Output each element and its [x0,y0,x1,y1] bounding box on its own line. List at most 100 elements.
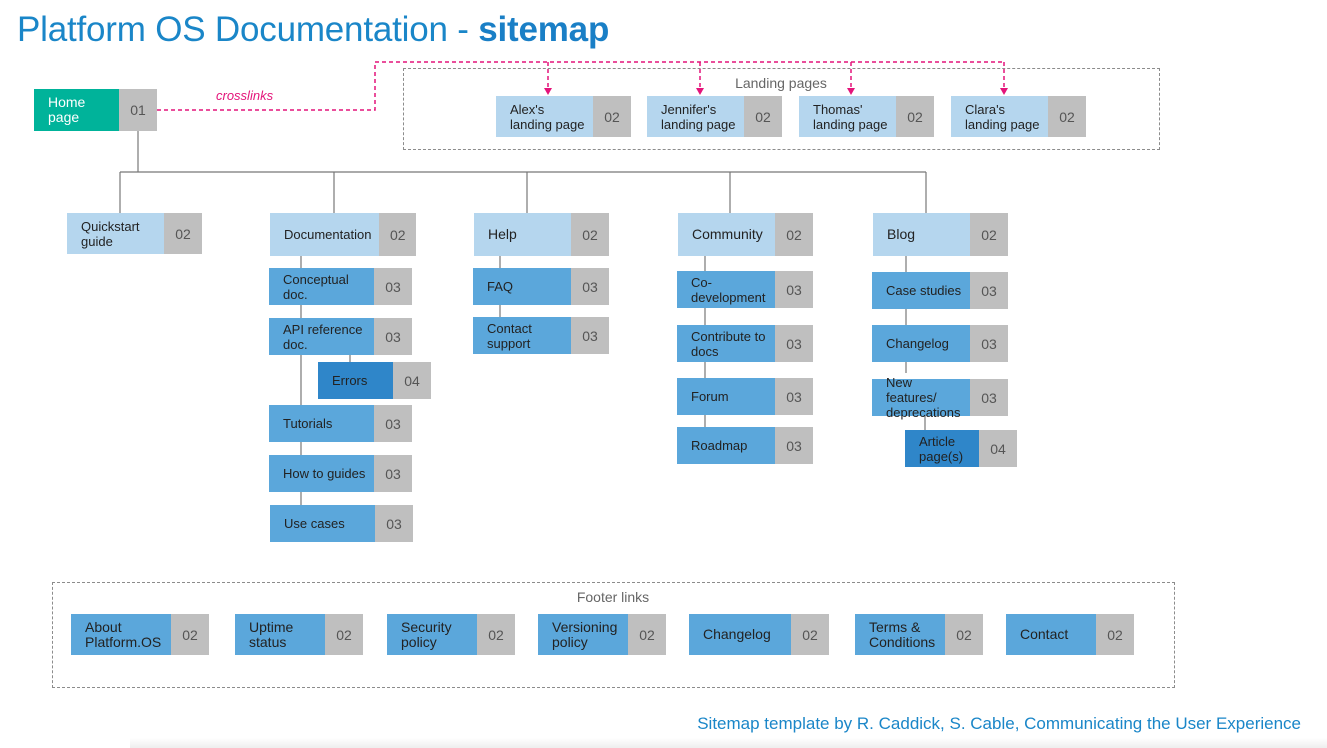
node-number: 03 [571,317,609,354]
node-number: 02 [593,96,631,137]
node-number: 01 [119,89,157,131]
blog-case-studies[interactable]: Case studies 03 [872,272,1008,309]
node-label: Roadmap [677,427,775,464]
node-label: Alex's landing page [496,96,593,137]
node-number: 03 [970,379,1008,416]
node-number: 02 [945,614,983,655]
node-number: 03 [571,268,609,305]
doc-api-reference[interactable]: API reference doc. 03 [269,318,412,355]
node-label: Contact support [473,317,571,354]
page-title: Platform OS Documentation - sitemap [17,10,609,50]
node-label: Co- development [677,271,775,308]
node-number: 03 [970,325,1008,362]
node-label: Jennifer's landing page [647,96,744,137]
node-number: 02 [970,213,1008,256]
node-number: 02 [171,614,209,655]
footer-contact[interactable]: Contact 02 [1006,614,1134,655]
landing-pages-label: Landing pages [735,75,827,91]
blog-article-pages[interactable]: Article page(s) 04 [905,430,1017,467]
node-number: 04 [393,362,431,399]
node-label: Uptime status [235,614,325,655]
footer-versioning-policy[interactable]: Versioning policy 02 [538,614,666,655]
node-number: 02 [896,96,934,137]
home-page-node[interactable]: Home page 01 [34,89,157,131]
node-label: Security policy [387,614,477,655]
node-label: Case studies [872,272,970,309]
node-number: 03 [374,405,412,442]
node-label: Documentation [270,213,380,256]
landing-page-jennifer[interactable]: Jennifer's landing page 02 [647,96,782,137]
footer-links-group [52,582,1175,688]
node-label: API reference doc. [269,318,374,355]
node-label: Errors [318,362,393,399]
node-number: 02 [571,213,609,256]
node-number: 02 [379,213,416,256]
doc-errors[interactable]: Errors 04 [318,362,431,399]
footer-security-policy[interactable]: Security policy 02 [387,614,515,655]
doc-tutorials[interactable]: Tutorials 03 [269,405,412,442]
footer-uptime-status[interactable]: Uptime status 02 [235,614,363,655]
help-faq[interactable]: FAQ 03 [473,268,609,305]
node-label: Community [678,213,775,256]
node-number: 02 [628,614,666,655]
section-documentation[interactable]: Documentation 02 [270,213,416,256]
credit-text: Sitemap template by R. Caddick, S. Cable… [697,714,1301,733]
node-label: About Platform.OS [71,614,171,655]
landing-page-clara[interactable]: Clara's landing page 02 [951,96,1086,137]
node-number: 02 [1048,96,1086,137]
node-number: 02 [1096,614,1134,655]
help-contact-support[interactable]: Contact support 03 [473,317,609,354]
node-label: Contact [1006,614,1096,655]
node-label: Home page [34,89,119,131]
node-number: 02 [744,96,782,137]
node-label: Terms & Conditions [855,614,945,655]
community-co-development[interactable]: Co- development 03 [677,271,813,308]
landing-pages-group [403,68,1160,150]
node-label: Changelog [689,614,791,655]
section-blog[interactable]: Blog 02 [873,213,1008,256]
node-label: Versioning policy [538,614,628,655]
node-label: Changelog [872,325,970,362]
node-number: 02 [325,614,363,655]
node-label: Article page(s) [905,430,979,467]
crosslink-arrows [544,88,1008,95]
blog-changelog[interactable]: Changelog 03 [872,325,1008,362]
footer-about[interactable]: About Platform.OS 02 [71,614,209,655]
title-emphasis: sitemap [478,10,610,49]
landing-page-alex[interactable]: Alex's landing page 02 [496,96,631,137]
footer-links-label: Footer links [576,589,650,605]
node-label: Use cases [270,505,375,542]
node-label: Conceptual doc. [269,268,374,305]
community-contribute-docs[interactable]: Contribute to docs 03 [677,325,813,362]
node-label: How to guides [269,455,374,492]
doc-conceptual[interactable]: Conceptual doc. 03 [269,268,412,305]
bottom-shadow [130,738,1327,748]
section-quickstart-guide[interactable]: Quickstart guide 02 [67,213,202,254]
node-number: 03 [374,268,412,305]
node-label: Tutorials [269,405,374,442]
node-number: 04 [979,430,1017,467]
node-label: Help [474,213,571,256]
footer-changelog[interactable]: Changelog 02 [689,614,829,655]
doc-how-to-guides[interactable]: How to guides 03 [269,455,412,492]
footer-terms-conditions[interactable]: Terms & Conditions 02 [855,614,983,655]
node-label: Contribute to docs [677,325,775,362]
node-number: 02 [164,213,202,254]
landing-page-thomas[interactable]: Thomas' landing page 02 [799,96,934,137]
node-label: New features/ deprecations [872,375,970,420]
doc-use-cases[interactable]: Use cases 03 [270,505,413,542]
section-community[interactable]: Community 02 [678,213,813,256]
crosslinks-label: crosslinks [216,88,274,103]
node-label: Quickstart guide [67,213,164,254]
node-number: 02 [477,614,515,655]
node-number: 03 [375,505,413,542]
node-label: Clara's landing page [951,96,1048,137]
node-label: Blog [873,213,970,256]
section-help[interactable]: Help 02 [474,213,609,256]
community-roadmap[interactable]: Roadmap 03 [677,427,813,464]
node-number: 03 [374,318,412,355]
community-forum[interactable]: Forum 03 [677,378,813,415]
blog-new-features[interactable]: New features/ deprecations 03 [872,375,1008,420]
node-label: Thomas' landing page [799,96,896,137]
node-number: 03 [970,272,1008,309]
